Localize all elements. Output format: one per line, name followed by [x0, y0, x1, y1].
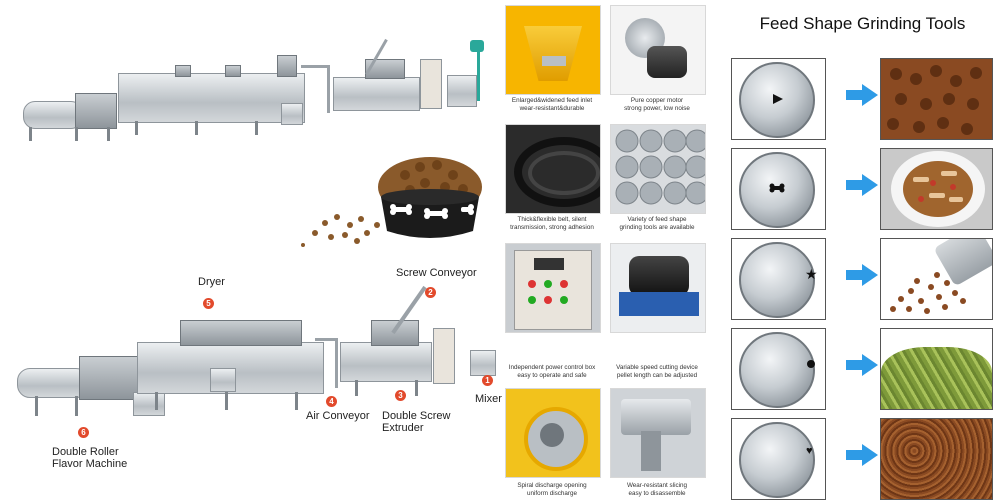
top-roller-frame	[75, 93, 117, 129]
food-green-pellets	[880, 328, 993, 410]
top-extruder	[333, 77, 420, 111]
top-roller-drum	[23, 101, 83, 129]
photo-copper-motor	[610, 5, 706, 95]
bottom-production-line	[15, 280, 496, 420]
label-screw-conveyor: Screw Conveyor	[396, 267, 477, 279]
arrow-right-icon	[846, 174, 878, 196]
food-brown-kibble	[880, 58, 993, 140]
label-mixer: Mixer	[475, 393, 502, 405]
photo-belt	[505, 124, 601, 214]
food-spilled-kibble	[880, 238, 993, 320]
extruder-control-box	[433, 328, 455, 384]
page-title: Feed Shape Grinding Tools	[759, 14, 966, 33]
heart-shape-icon: ♥	[806, 445, 813, 457]
photo-control-box	[505, 243, 601, 333]
extruder-machine	[340, 342, 432, 382]
circle-shape-icon	[807, 360, 815, 368]
badge-double-roller: 6	[78, 427, 89, 438]
star-shape-icon: ★	[805, 266, 818, 282]
label-double-screw-line1: Double Screw	[382, 410, 451, 422]
arrow-right-icon	[846, 84, 878, 106]
arrow-right-icon	[846, 444, 878, 466]
badge-dryer: 5	[203, 298, 214, 309]
photo-slicing	[610, 388, 706, 478]
photo-feed-inlet	[505, 5, 601, 95]
top-control-box	[420, 59, 442, 109]
die-triangle-frame	[731, 58, 826, 140]
die-disc	[739, 242, 815, 318]
badge-screw-conveyor: 2	[425, 287, 436, 298]
kibble-bowl-graphic	[301, 157, 482, 247]
die-disc	[739, 332, 815, 408]
flavor-machine-drum	[17, 368, 89, 398]
bone-shape-icon	[769, 183, 785, 193]
photo-discharge-opening	[505, 388, 601, 478]
badge-mixer: 1	[482, 375, 493, 386]
mixer-machine	[470, 350, 496, 376]
photo-grinding-tools	[610, 124, 706, 214]
die-star-frame: ★	[731, 238, 826, 320]
label-double-roller-line2: Flavor Machine	[52, 458, 128, 470]
label-air-conveyor: Air Conveyor	[306, 410, 370, 422]
label-double-roller-line1: Double Roller	[52, 446, 119, 458]
die-bone-frame	[731, 148, 826, 230]
top-production-line	[15, 35, 495, 155]
food-brown-granules	[880, 418, 993, 500]
air-conveyor-pipe	[315, 338, 337, 341]
food-bone-kibble-bowl	[880, 148, 993, 230]
die-heart-frame: ♥	[731, 418, 826, 500]
label-dryer: Dryer	[198, 276, 225, 288]
die-disc	[739, 422, 815, 498]
die-circle-frame	[731, 328, 826, 410]
label-double-screw-line2: Extruder	[382, 422, 424, 434]
badge-double-screw-extruder: 3	[395, 390, 406, 401]
dog-food-bowl-illustration	[295, 145, 495, 255]
top-dryer	[118, 73, 305, 123]
triangle-shape-icon	[773, 94, 783, 104]
photo-cutting-device	[610, 243, 706, 333]
arrow-right-icon	[846, 264, 878, 286]
arrow-right-icon	[846, 354, 878, 376]
badge-air-conveyor: 4	[326, 396, 337, 407]
